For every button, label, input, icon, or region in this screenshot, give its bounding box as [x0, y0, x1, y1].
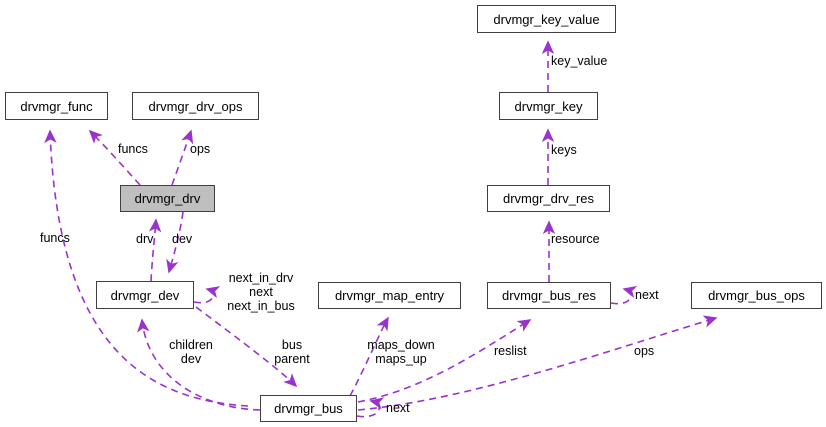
- node-label: drvmgr_key_value: [493, 11, 600, 27]
- edge-label-ops-bottom: ops: [634, 344, 655, 358]
- node-label: drvmgr_bus: [274, 401, 343, 416]
- node-drvmgr-bus-ops[interactable]: drvmgr_bus_ops: [691, 282, 822, 309]
- edge-bus-parent: [195, 306, 298, 388]
- node-drvmgr-drv-ops[interactable]: drvmgr_drv_ops: [132, 92, 259, 120]
- node-drvmgr-drv-res[interactable]: drvmgr_drv_res: [487, 185, 610, 212]
- node-label: drvmgr_drv_ops: [148, 98, 243, 114]
- node-drvmgr-dev[interactable]: drvmgr_dev: [96, 281, 194, 309]
- edge-label-funcs-top: funcs: [118, 142, 148, 156]
- node-label: drvmgr_bus_res: [502, 288, 596, 303]
- edge-dev: [166, 211, 184, 274]
- edge-maps: [349, 316, 389, 397]
- edge-label-ops-top: ops: [190, 142, 211, 156]
- edge-label-maps: maps_down maps_up: [367, 338, 435, 366]
- edge-label-drv: drv: [136, 232, 154, 246]
- node-drvmgr-bus-res[interactable]: drvmgr_bus_res: [487, 282, 611, 309]
- node-label: drvmgr_bus_ops: [708, 288, 805, 303]
- node-label: drvmgr_drv_res: [502, 191, 595, 206]
- edge-label-bus-parent: bus parent: [274, 338, 310, 366]
- node-drvmgr-drv[interactable]: drvmgr_drv: [120, 185, 215, 212]
- edge-bus-self-next: [356, 397, 384, 418]
- edge-label-children-dev: children dev: [169, 338, 213, 366]
- edge-drv: [148, 218, 162, 282]
- node-label: drvmgr_dev: [110, 287, 180, 303]
- node-drvmgr-key[interactable]: drvmgr_key: [499, 92, 598, 120]
- edge-label-next-in-drv: next_in_drv next next_in_bus: [227, 271, 295, 313]
- edge-ops-bus: [357, 315, 718, 411]
- edge-dev-self-next: [193, 286, 221, 304]
- node-label: drvmgr_map_entry: [334, 288, 445, 303]
- node-label: drvmgr_func: [20, 98, 93, 114]
- node-label: drvmgr_key: [514, 98, 583, 114]
- node-drvmgr-func[interactable]: drvmgr_func: [5, 92, 108, 120]
- edge-label-resource: resource: [551, 232, 600, 246]
- edge-bus-res-self-next: [610, 285, 638, 305]
- edge-ops-drv: [171, 129, 194, 186]
- edge-label-next-bus: next: [386, 401, 410, 415]
- node-drvmgr-map-entry[interactable]: drvmgr_map_entry: [318, 282, 461, 309]
- edge-label-reslist: reslist: [494, 344, 527, 358]
- edge-funcs-drv: [88, 129, 141, 186]
- node-drvmgr-key-value[interactable]: drvmgr_key_value: [477, 5, 616, 33]
- edge-label-dev: dev: [172, 232, 193, 246]
- edge-label-next-bus-res: next: [635, 288, 659, 302]
- node-drvmgr-bus[interactable]: drvmgr_bus: [260, 395, 357, 422]
- edge-label-key-value: key_value: [551, 54, 608, 68]
- edge-children-dev: [137, 318, 261, 411]
- node-label: drvmgr_drv: [134, 191, 201, 206]
- edge-label-funcs-left: funcs: [40, 231, 70, 245]
- edge-label-keys: keys: [551, 143, 577, 157]
